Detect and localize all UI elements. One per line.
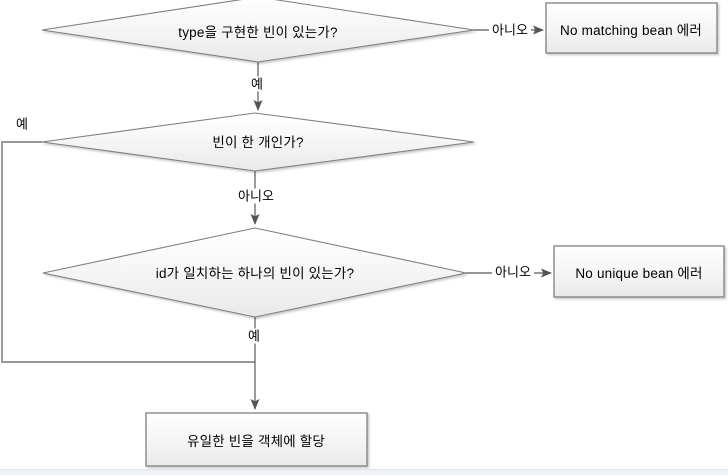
decision-type-implemented-shape <box>41 0 475 63</box>
bottom-window-edge <box>0 469 728 475</box>
error-no-unique-bean-shape <box>553 245 725 298</box>
decision-id-match-shape <box>42 227 467 318</box>
error-no-matching-bean-shape <box>545 2 718 54</box>
decision-single-bean-shape <box>41 112 475 172</box>
process-assign-bean-shape <box>145 412 368 467</box>
connector-yes-left-loop <box>1 141 255 363</box>
